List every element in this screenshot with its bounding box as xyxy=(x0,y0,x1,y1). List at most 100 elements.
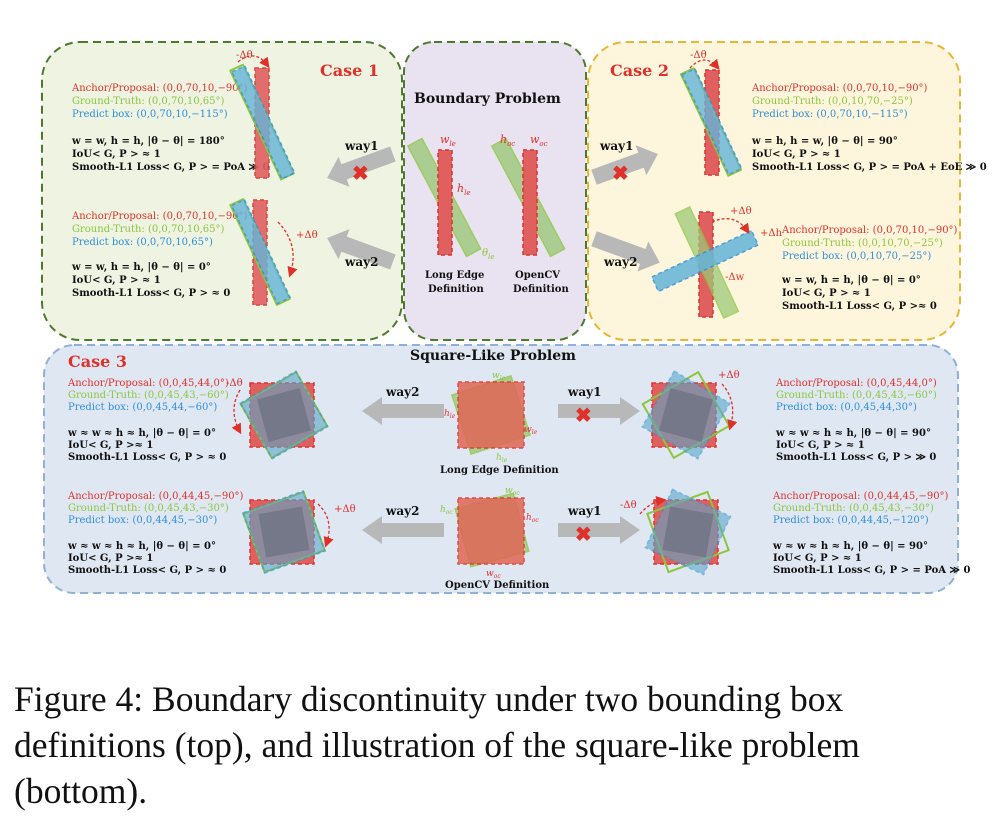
case1-bot-gt: Ground-Truth: (0,0,70,10,65°) xyxy=(72,224,225,235)
case2-delta-bottom: +Δθ xyxy=(730,206,752,217)
c3-br-eq3: Smooth-L1 Loss< G, P > = PoA ≫ 0 xyxy=(773,565,970,576)
case1-top-gt: Ground-Truth: (0,0,70,10,65°) xyxy=(72,96,225,107)
c3-le-h2: hle xyxy=(496,453,508,464)
case2-top-anchor: Anchor/Proposal: (0,0,70,10,−90°) xyxy=(751,83,928,94)
case3-tl-boxes: -Δθ xyxy=(226,370,329,460)
case2-top-boxes: -Δθ xyxy=(679,50,743,178)
case2-top-eq3: Smooth-L1 Loss< G, P > = PoA + EoE ≫ 0 xyxy=(752,162,987,173)
c3-tl-gt: Ground-Truth: (0,0,45,43,−60°) xyxy=(68,390,229,401)
case1-delta-bottom: +Δθ xyxy=(296,230,318,241)
c3-way2-top-arrow: way2 xyxy=(362,385,444,425)
oc-h-label: hoc xyxy=(500,133,515,148)
case1-bottom-boxes: +Δθ xyxy=(229,197,318,307)
c3-tr-delta: +Δθ xyxy=(718,370,740,381)
case1-top-boxes: -Δθ xyxy=(228,50,296,181)
c3-way1-bottom-arrow: way1 ✖ xyxy=(558,504,640,546)
case1-top-pred: Predict box: (0,0,70,10,−115°) xyxy=(72,109,228,120)
case2-way2-arrow: way2 xyxy=(591,231,660,272)
case1-title: Case 1 xyxy=(320,61,379,80)
case2-top-pred: Predict box: (0,0,70,10,−115°) xyxy=(752,109,908,120)
case1-top-anchor: Anchor/Proposal: (0,0,70,10,−90°) xyxy=(71,83,248,94)
c3-tl-delta: -Δθ xyxy=(226,378,243,389)
case2-bot-anchor: Anchor/Proposal: (0,0,70,10,−90°) xyxy=(781,225,958,236)
boundary-panel xyxy=(403,41,587,341)
c3-le-center: wle hle wle hle Long Edge Definition xyxy=(440,371,559,476)
case2-top-pred-box xyxy=(681,67,743,176)
case1-top-eq3: Smooth-L1 Loss< G, P > = PoA ≫ 0 xyxy=(72,162,269,173)
case1-top-pred-box xyxy=(231,65,296,180)
c3-oc-h: hoc xyxy=(440,505,453,516)
case3-bl-boxes: +Δθ xyxy=(242,490,356,574)
c3-tr-eq2: IoU< G, P > ≈ 1 xyxy=(776,440,865,451)
case2-title: Case 2 xyxy=(610,61,669,80)
case2-bot-eq2: IoU< G, P > ≈ 1 xyxy=(782,288,871,299)
opencv-def: hoc woc OpenCV Definition xyxy=(490,133,569,295)
case1-bot-pred: Predict box: (0,0,70,10,65°) xyxy=(72,237,213,248)
c3-way2-bottom-label: way2 xyxy=(385,504,419,518)
case1-way1-label: way1 xyxy=(344,139,378,153)
oc-def-label-2: Definition xyxy=(513,284,569,295)
case1-bot-eq3: Smooth-L1 Loss< G, P > ≈ 0 xyxy=(72,288,230,299)
c3-oc-anchor xyxy=(457,497,525,565)
case1-panel xyxy=(41,41,403,341)
oc-w-label: woc xyxy=(530,133,548,148)
c3-oc-h2: hoc xyxy=(526,513,539,524)
case2-bot-gt: Ground-Truth: (0,0,10,70,−25°) xyxy=(782,238,943,249)
case1-way1-arrow: way1 ✖ xyxy=(327,139,396,187)
case2-delta-top: -Δθ xyxy=(690,50,707,61)
c3-bl-anchor: Anchor/Proposal: (0,0,44,45,−90°) xyxy=(67,491,244,502)
c3-bl-rotation-arrow xyxy=(317,503,334,548)
c3-tr-eq1: w ≈ w ≈ h ≈ h, |θ − θ| = 90° xyxy=(775,428,931,439)
case3-tl-text: Anchor/Proposal: (0,0,45,44,0°) Ground-T… xyxy=(67,378,229,463)
case3-br-text: Anchor/Proposal: (0,0,44,45,−90°) Ground… xyxy=(772,491,970,576)
case1-top-rotation-arrow xyxy=(237,55,270,69)
case2-top-gt: Ground-Truth: (0,0,10,70,−25°) xyxy=(752,96,913,107)
case1-bot-anchor: Anchor/Proposal: (0,0,70,10,−90°) xyxy=(71,211,248,222)
c3-tl-anchor: Anchor/Proposal: (0,0,45,44,0°) xyxy=(67,378,229,389)
c3-tl-eq2: IoU< G, P >≈ 1 xyxy=(68,440,153,451)
case1-way1-cross-icon: ✖ xyxy=(352,161,369,185)
case2-top-rotation-arrow xyxy=(689,58,720,71)
case2-way2-label: way2 xyxy=(603,255,637,269)
case2-delta-w: -Δw xyxy=(725,272,745,283)
c3-way2-top-label: way2 xyxy=(385,385,419,399)
case2-bot-eq1: w = w, h = h, |θ − θ| = 0° xyxy=(781,275,921,286)
case3-br-boxes: -Δθ xyxy=(620,488,732,576)
case1-bot-pred-box xyxy=(230,198,292,305)
c3-bl-eq2: IoU< G, P >≈ 1 xyxy=(68,553,153,564)
c3-tl-pred: Predict box: (0,0,45,44,−60°) xyxy=(68,402,217,413)
c3-oc-w: woc xyxy=(505,486,520,497)
c3-way1-top-arrow: way1 ✖ xyxy=(558,385,640,427)
oc-def-label-1: OpenCV xyxy=(515,270,560,281)
boundary-title: Boundary Problem xyxy=(414,91,561,107)
c3-bl-eq1: w ≈ w ≈ h ≈ h, |θ − θ| = 0° xyxy=(67,541,216,552)
le-def-label-1: Long Edge xyxy=(425,270,484,281)
c3-way1-bottom-label: way1 xyxy=(567,504,601,518)
c3-tr-eq3: Smooth-L1 Loss< G, P > ≫ 0 xyxy=(776,452,936,463)
c3-br-eq2: IoU< G, P > ≈ 1 xyxy=(773,553,862,564)
case3-title: Case 3 xyxy=(68,352,127,371)
c3-bl-delta: +Δθ xyxy=(334,504,356,515)
case2-way1-cross-icon: ✖ xyxy=(612,161,629,185)
c3-oc-def: OpenCV Definition xyxy=(445,580,550,591)
case3-header: Square-Like Problem xyxy=(410,348,576,364)
c3-br-overlap xyxy=(662,506,714,558)
c3-br-gt: Ground-Truth: (0,0,45,43,−30°) xyxy=(773,503,934,514)
case1-bottom-text: Anchor/Proposal: (0,0,70,10,−90°) Ground… xyxy=(71,211,248,299)
oc-anchor-box xyxy=(522,149,538,256)
case2-top-text: Anchor/Proposal: (0,0,70,10,−90°) Ground… xyxy=(751,83,987,173)
case2-bot-rotation-arrow xyxy=(711,218,750,235)
case1-top-eq1: w = w, h = h, |θ − θ| = 180° xyxy=(71,136,225,147)
case3-bl-text: Anchor/Proposal: (0,0,44,45,−90°) Ground… xyxy=(67,491,244,576)
le-theta-label: θle xyxy=(482,248,494,261)
case1-top-eq2: IoU< G, P > ≈ 1 xyxy=(72,149,161,160)
c3-br-delta: -Δθ xyxy=(620,500,637,511)
c3-br-pred: Predict box: (0,0,44,45,−120°) xyxy=(773,515,929,526)
c3-br-anchor: Anchor/Proposal: (0,0,44,45,−90°) xyxy=(772,491,949,502)
case1-delta-top: -Δθ xyxy=(236,50,253,61)
c3-tr-pred: Predict box: (0,0,45,44,30°) xyxy=(776,402,917,413)
c3-le-def: Long Edge Definition xyxy=(440,465,559,476)
le-def-label-2: Definition xyxy=(428,284,484,295)
c3-br-eq1: w ≈ w ≈ h ≈ h, |θ − θ| = 90° xyxy=(772,541,928,552)
c3-way1-top-cross-icon: ✖ xyxy=(575,403,592,427)
